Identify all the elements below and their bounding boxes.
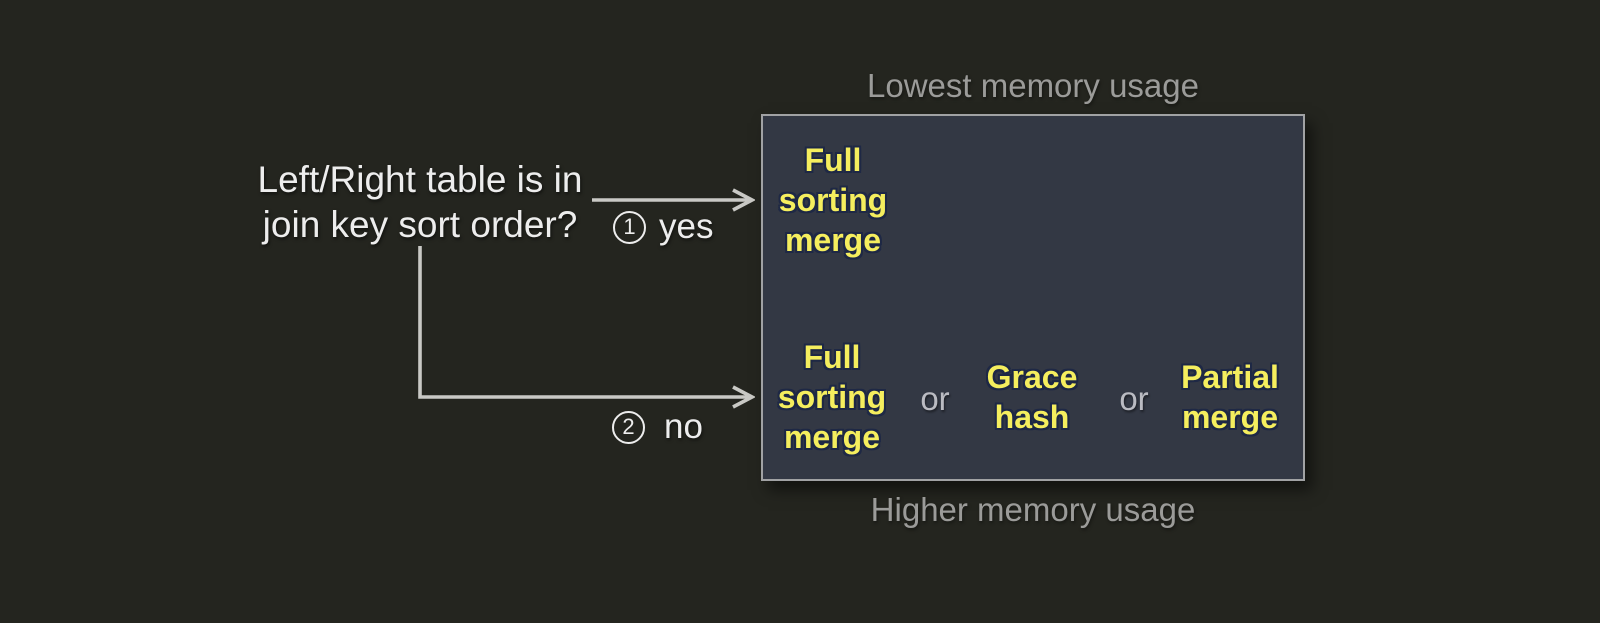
- no-branch-label: 2 no: [612, 409, 703, 445]
- or-separator: or: [920, 380, 950, 417]
- lowest-memory-label: Lowest memory usage: [867, 67, 1199, 104]
- yes-branch-label: 1 yes: [613, 209, 713, 245]
- option-full-sorting-merge-sorted: Full sorting merge: [778, 142, 888, 258]
- or-separator: or: [1119, 380, 1149, 417]
- higher-memory-label: Higher memory usage: [870, 491, 1196, 528]
- circled-1-icon: 1: [613, 210, 646, 244]
- circled-2-icon: 2: [612, 410, 645, 444]
- no-arrow: [418, 246, 752, 397]
- algorithms-box: [761, 114, 1305, 481]
- question-line-2: join key sort order?: [262, 204, 578, 245]
- option-grace-hash: Grace hash: [986, 359, 1078, 435]
- no-label: no: [664, 407, 703, 446]
- question-line-1: Left/Right table is in: [257, 159, 583, 200]
- option-partial-merge: Partial merge: [1181, 359, 1279, 435]
- yes-label: yes: [659, 207, 714, 246]
- question-text: Left/Right table is in join key sort ord…: [258, 157, 583, 247]
- option-full-sorting-merge-unsorted: Full sorting merge: [777, 339, 887, 455]
